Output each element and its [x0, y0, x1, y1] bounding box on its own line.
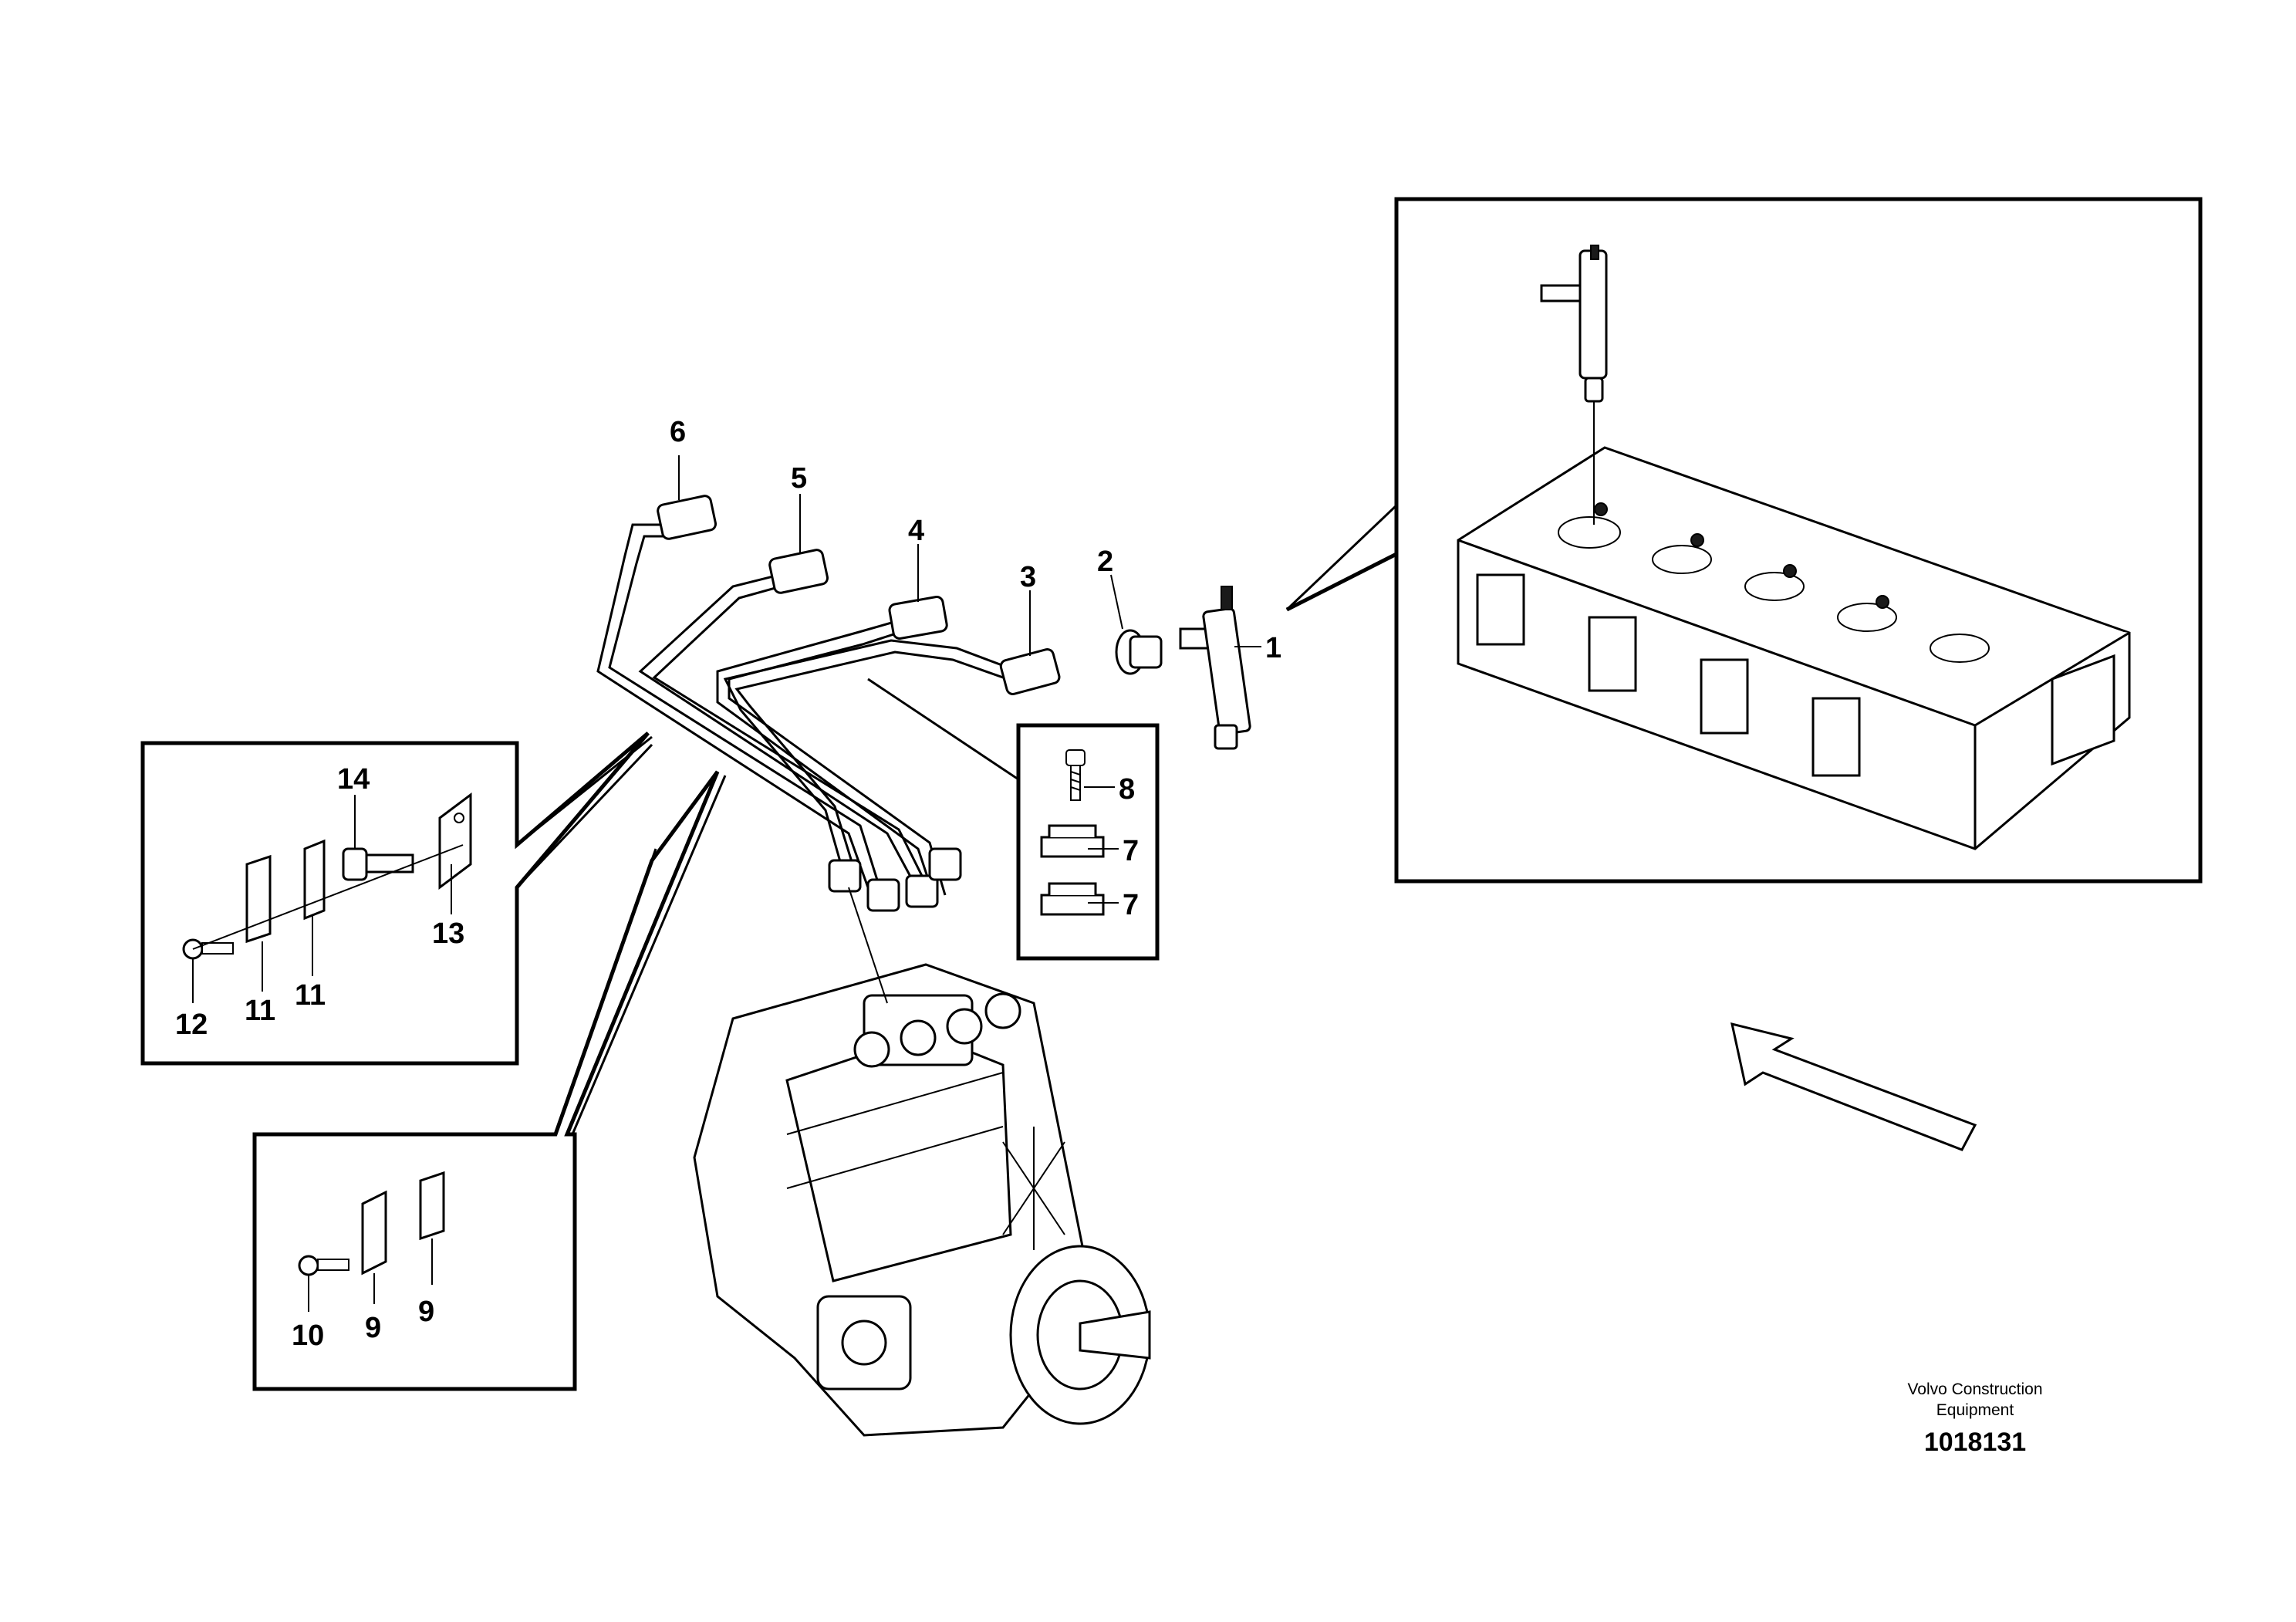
leader-lines [192, 455, 1261, 1312]
callout-9-left: 9 [365, 1312, 381, 1344]
callout-2: 2 [1097, 546, 1113, 578]
brand-line-2: Equipment [1936, 1401, 2014, 1419]
cylinder-head [1457, 446, 2131, 850]
injector-assembly [1115, 586, 1251, 750]
callout-8: 8 [1119, 773, 1135, 806]
bracket-detail [140, 732, 653, 1066]
callout-1: 1 [1265, 632, 1281, 664]
callout-4: 4 [908, 515, 924, 547]
callout-12: 12 [175, 1009, 208, 1041]
callout-9-right: 9 [418, 1296, 434, 1328]
bolt-14 [342, 847, 414, 881]
view-direction-arrow-icon [1730, 1022, 1977, 1151]
callout-3: 3 [1020, 561, 1036, 593]
callout-13: 13 [432, 917, 464, 950]
callout-5: 5 [791, 462, 807, 495]
clamp-detail [867, 678, 1160, 961]
callout-labels: 1 2 3 4 5 6 8 7 7 14 13 12 11 11 10 9 9 [175, 416, 1281, 1352]
brand-line-1: Volvo Construction [1907, 1380, 2042, 1398]
callout-14: 14 [337, 763, 370, 796]
drawing-footer: Volvo Construction Equipment 1018131 [1907, 1380, 2042, 1457]
fuel-injection-pipes [596, 495, 1061, 1004]
callout-7-upper: 7 [1123, 835, 1139, 867]
callout-11-left: 11 [245, 995, 275, 1027]
bolt-8 [1065, 749, 1086, 801]
fuel-injection-pump [693, 963, 1151, 1437]
drawing-number: 1018131 [1924, 1428, 2026, 1457]
callout-7-lower: 7 [1123, 889, 1139, 921]
cylinder-head-detail [1285, 197, 2203, 884]
callout-6: 6 [670, 416, 686, 448]
injector-detail [1540, 245, 1608, 525]
clip-detail [252, 770, 727, 1391]
callout-10: 10 [292, 1320, 324, 1352]
callout-11-right: 11 [295, 979, 326, 1012]
